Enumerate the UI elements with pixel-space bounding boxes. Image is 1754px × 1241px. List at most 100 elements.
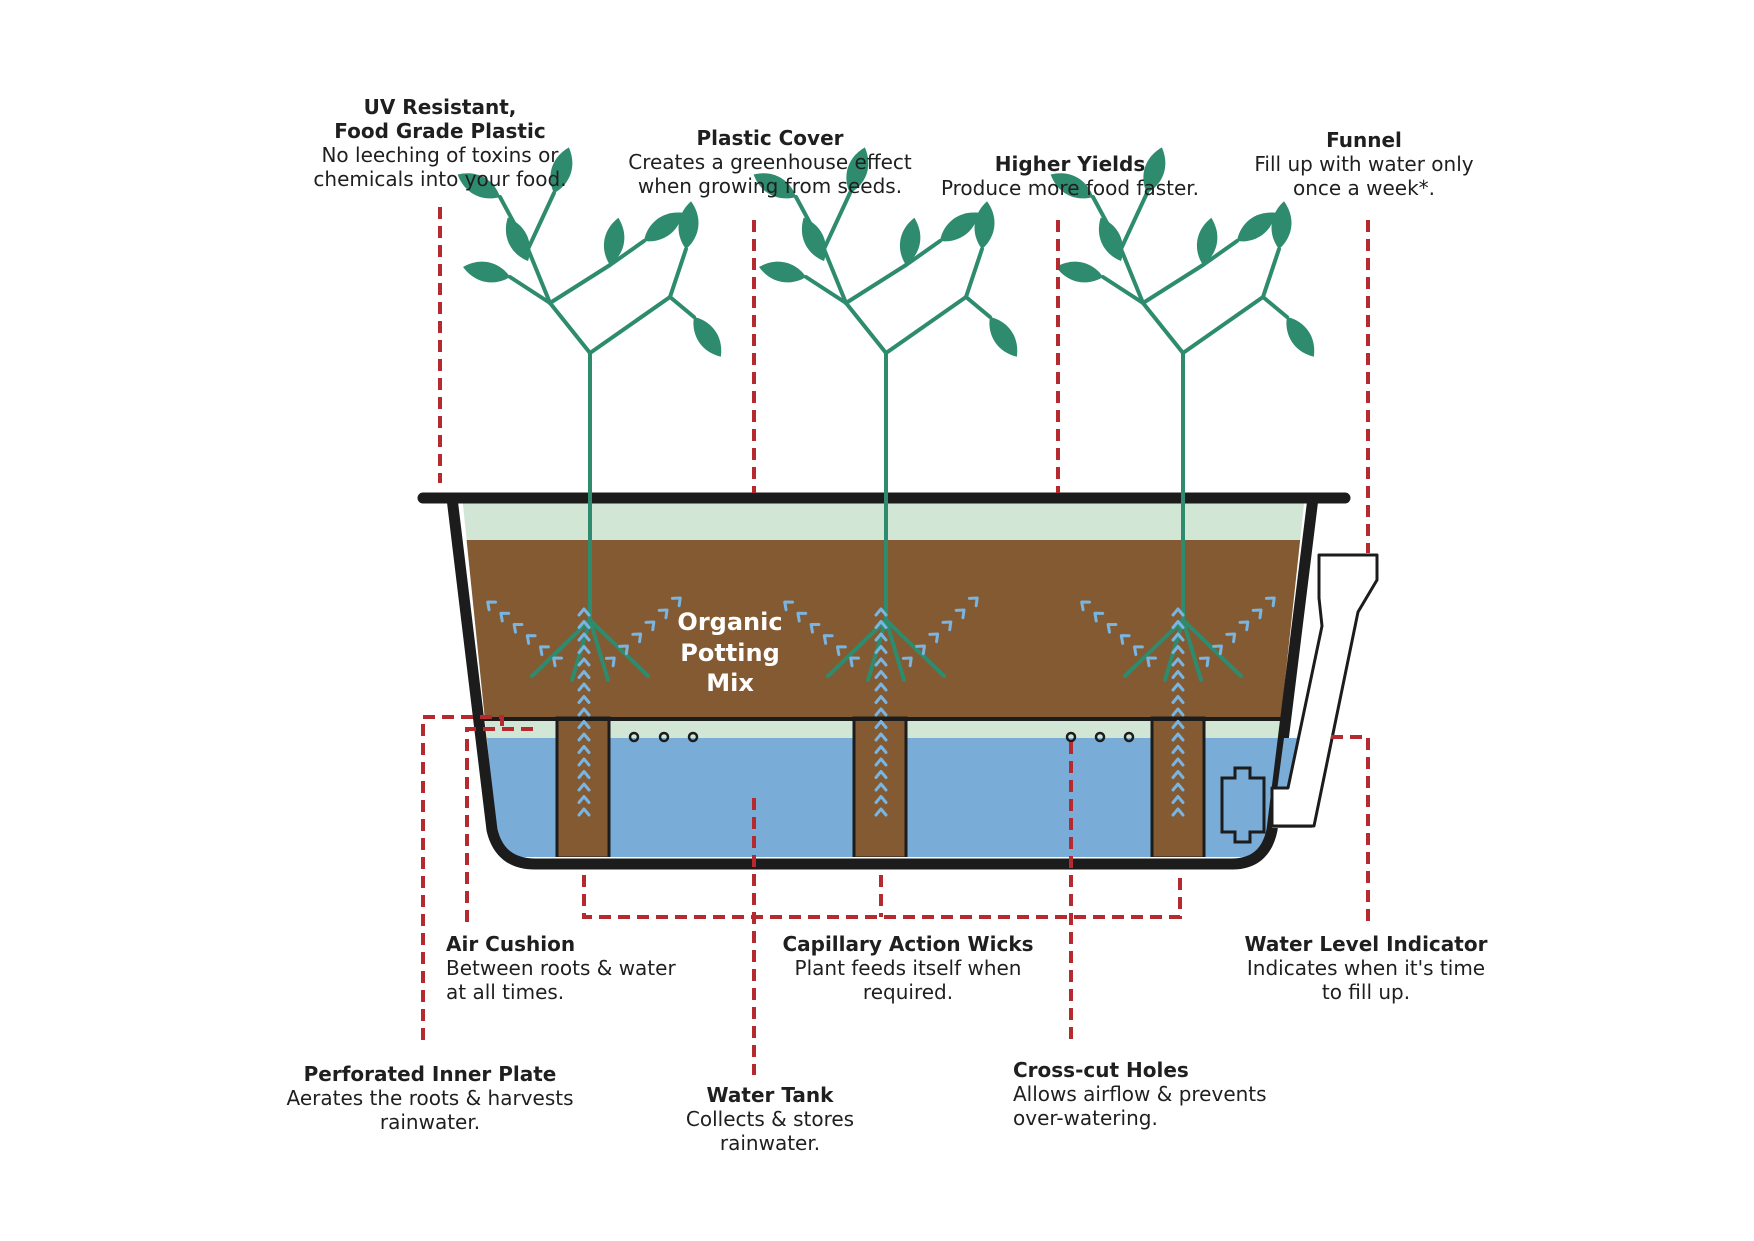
plant-branch — [548, 301, 592, 355]
label-plastic-cover-desc2: when growing from seeds. — [637, 174, 903, 198]
potting-mix-label-line1: Organic — [677, 608, 783, 636]
plant-leaf — [1143, 147, 1166, 193]
plant-leaf — [753, 173, 796, 199]
plant-leaf — [1050, 173, 1093, 199]
plant-leaf — [463, 261, 510, 283]
wick-middle — [852, 716, 908, 857]
plant-branch — [1141, 263, 1205, 305]
label-higher-yields: Higher Yields Produce more food faster. — [938, 152, 1202, 200]
label-water-tank: Water Tank Collects & stores rainwater. — [652, 1083, 888, 1155]
label-water-tank-desc1: Collects & stores — [685, 1107, 855, 1131]
label-wicks-title: Capillary Action Wicks — [782, 932, 1034, 956]
label-funnel-desc1: Fill up with water only — [1254, 152, 1474, 176]
root — [588, 618, 650, 678]
plant-roots — [826, 566, 946, 682]
label-funnel-desc2: once a week*. — [1292, 176, 1436, 200]
plant-branch — [588, 295, 672, 355]
plant-branch — [1119, 247, 1145, 305]
plant-branch — [964, 295, 992, 319]
crosscut-holes — [628, 731, 1135, 743]
label-wicks-desc1: Plant feeds itself when — [794, 956, 1022, 980]
plant-branch — [904, 239, 942, 267]
potting-mix-label: Organic Potting Mix — [650, 607, 810, 699]
label-funnel: Funnel Fill up with water only once a we… — [1232, 128, 1496, 200]
label-water-level: Water Level Indicator Indicates when it'… — [1222, 932, 1510, 1004]
label-plastic-cover-desc1: Creates a greenhouse effect — [628, 150, 912, 174]
plant-branch — [804, 275, 848, 305]
label-uv-plastic-desc1: No leeching of toxins or — [321, 143, 559, 167]
label-inner-plate: Perforated Inner Plate Aerates the roots… — [270, 1062, 590, 1134]
label-uv-plastic-desc2: chemicals into your food. — [313, 167, 567, 191]
label-plastic-cover: Plastic Cover Creates a greenhouse effec… — [618, 126, 922, 198]
plant-branch — [1101, 275, 1145, 305]
plant-leaf — [644, 212, 683, 242]
plant-leaf — [1099, 217, 1123, 261]
plant-branch — [608, 239, 646, 267]
label-crosscut: Cross-cut Holes Allows airflow & prevent… — [1013, 1058, 1267, 1130]
label-wicks: Capillary Action Wicks Plant feeds itsel… — [776, 932, 1040, 1004]
plant-branch — [1119, 191, 1149, 251]
funnel-tube — [1270, 553, 1379, 828]
plant-leaf — [759, 261, 806, 283]
potting-mix-label-line2: Potting — [680, 638, 780, 667]
plant-branch — [526, 247, 552, 305]
label-air-cushion: Air Cushion Between roots & water at all… — [446, 932, 676, 1004]
root — [1181, 618, 1203, 682]
label-inner-plate-desc1: Aerates the roots & harvests — [286, 1086, 574, 1110]
plant-branch — [1141, 301, 1185, 355]
leader-wicks — [582, 875, 1182, 919]
label-crosscut-title: Cross-cut Holes — [1013, 1058, 1189, 1082]
plant-branch — [884, 295, 968, 355]
pot-outline — [446, 497, 1319, 870]
potting-mix-label-line3: Mix — [706, 669, 754, 698]
label-air-cushion-desc2: at all times. — [446, 980, 565, 1004]
plant-2 — [753, 147, 1018, 682]
plant-branch — [1181, 295, 1265, 355]
plant-branch — [526, 191, 556, 251]
plant-branch — [508, 275, 552, 305]
plant-branch — [668, 295, 696, 319]
pot-interior — [462, 495, 1305, 857]
plant-branch — [844, 301, 888, 355]
root — [826, 618, 888, 678]
plant-leaf — [604, 217, 625, 265]
funnel-assembly — [1220, 553, 1379, 844]
root — [530, 618, 592, 678]
plant-leaf — [1237, 212, 1276, 242]
plant-leaf — [693, 317, 722, 357]
label-water-level-desc2: to fill up. — [1321, 980, 1411, 1004]
plant-leaf — [802, 217, 826, 261]
plant-branch — [822, 247, 848, 305]
label-uv-plastic: UV Resistant, Food Grade Plastic No leec… — [298, 95, 582, 191]
root — [588, 618, 610, 682]
wick-right — [1150, 716, 1206, 857]
plant-leaf — [506, 217, 530, 261]
label-higher-yields-title: Higher Yields — [994, 152, 1146, 176]
plant-branch — [1261, 247, 1281, 299]
plant-branch — [844, 263, 908, 305]
leader-lines — [421, 207, 1370, 1075]
label-air-cushion-title: Air Cushion — [446, 932, 576, 956]
plant-leaf — [550, 147, 573, 193]
label-inner-plate-title: Perforated Inner Plate — [303, 1062, 557, 1086]
label-uv-plastic-title2: Food Grade Plastic — [334, 119, 546, 143]
leader-air-cushion — [465, 727, 535, 922]
plant-leaf — [974, 201, 995, 249]
root — [884, 618, 906, 682]
label-crosscut-desc2: over-watering. — [1013, 1106, 1158, 1130]
plant-leaf — [678, 201, 699, 249]
label-wicks-desc2: required. — [862, 980, 954, 1004]
plant-leaf — [900, 217, 921, 265]
label-inner-plate-desc2: rainwater. — [379, 1110, 481, 1134]
label-water-level-desc1: Indicates when it's time — [1246, 956, 1486, 980]
label-water-level-title: Water Level Indicator — [1244, 932, 1488, 956]
label-air-cushion-desc1: Between roots & water — [446, 956, 676, 980]
label-uv-plastic-title1: UV Resistant, — [363, 95, 517, 119]
plant-leaf — [989, 317, 1018, 357]
plant-leaf — [1056, 261, 1103, 283]
label-plastic-cover-title: Plastic Cover — [696, 126, 844, 150]
label-crosscut-desc1: Allows airflow & prevents — [1013, 1082, 1267, 1106]
plant-branch — [1201, 239, 1239, 267]
plant-branch — [1261, 295, 1289, 319]
plant-leaf — [457, 173, 500, 199]
